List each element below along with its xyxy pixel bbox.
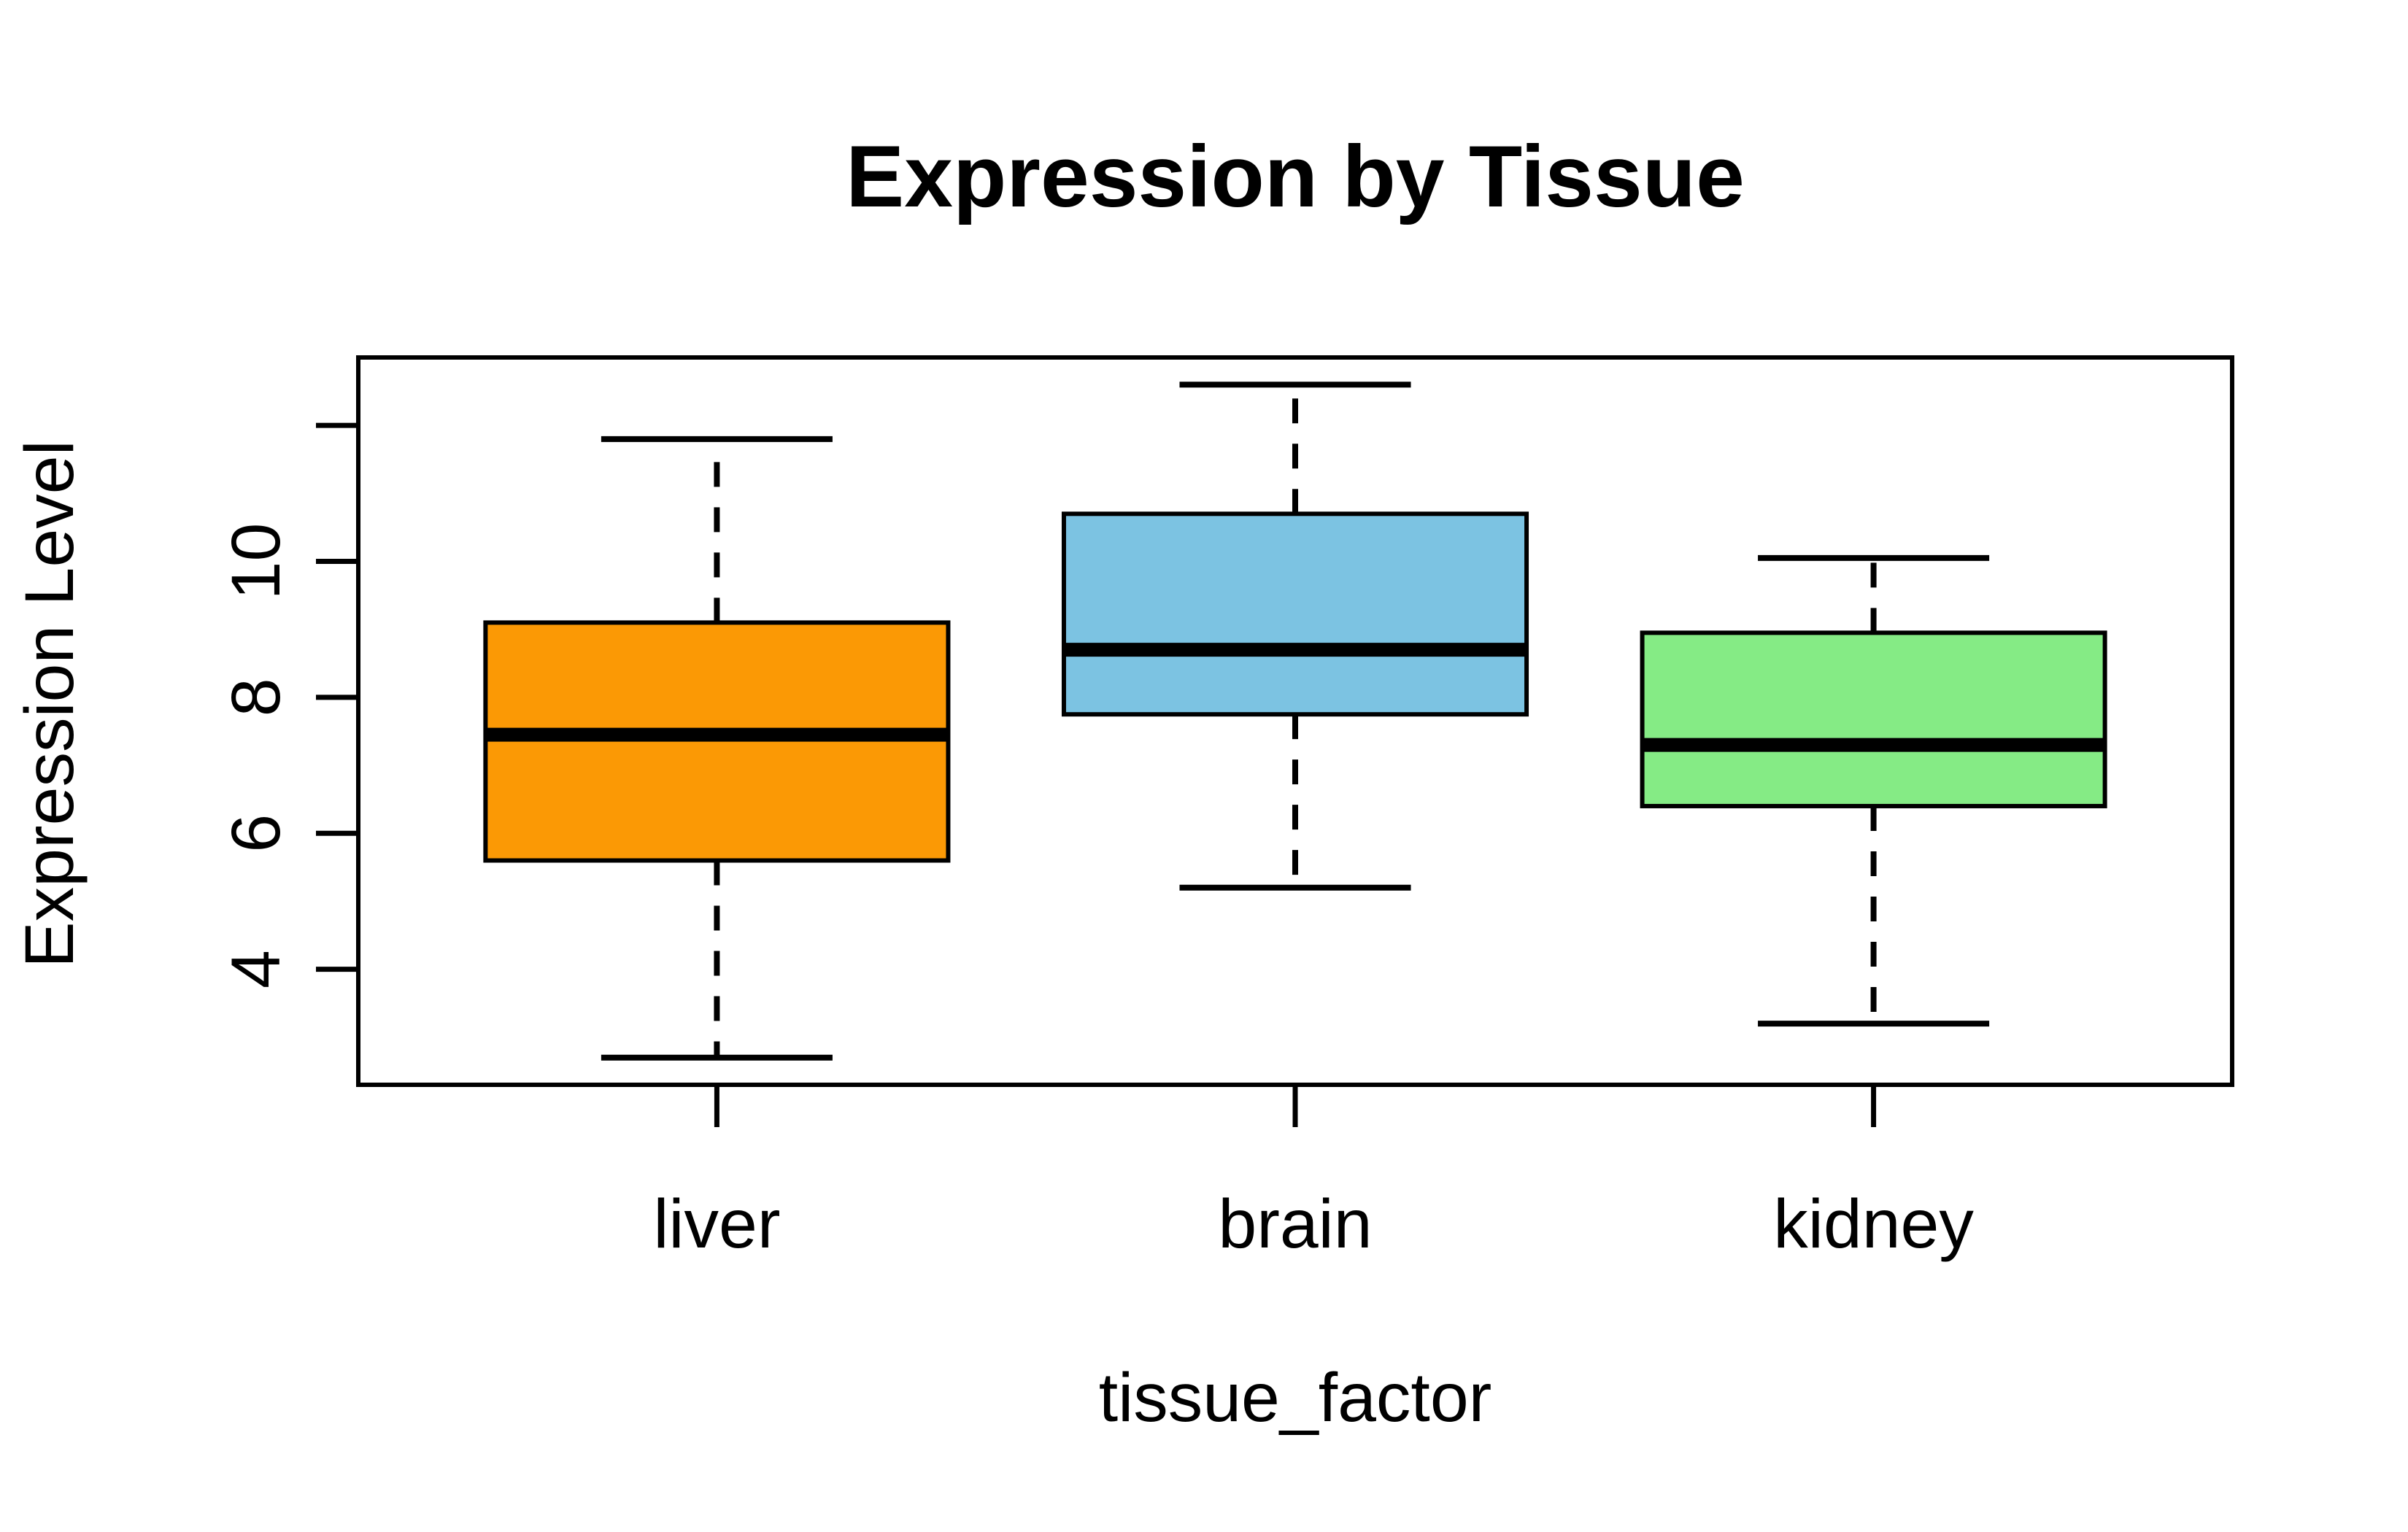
x-tick-label-liver: liver xyxy=(653,1185,780,1263)
x-tick-label-brain: brain xyxy=(1218,1185,1372,1263)
box-kidney xyxy=(1640,630,2107,808)
y-tick-label: 6 xyxy=(217,814,295,853)
box-brain xyxy=(1061,511,1529,717)
y-tick-label: 8 xyxy=(217,678,295,716)
x-axis-title: tissue_factor xyxy=(1099,1359,1492,1436)
y-axis-title: Expression Level xyxy=(11,440,88,967)
y-tick-label: 4 xyxy=(217,950,295,989)
y-tick-label: 10 xyxy=(217,523,295,600)
x-tick-label-kidney: kidney xyxy=(1773,1185,1974,1263)
chart-title: Expression by Tissue xyxy=(846,128,1745,225)
